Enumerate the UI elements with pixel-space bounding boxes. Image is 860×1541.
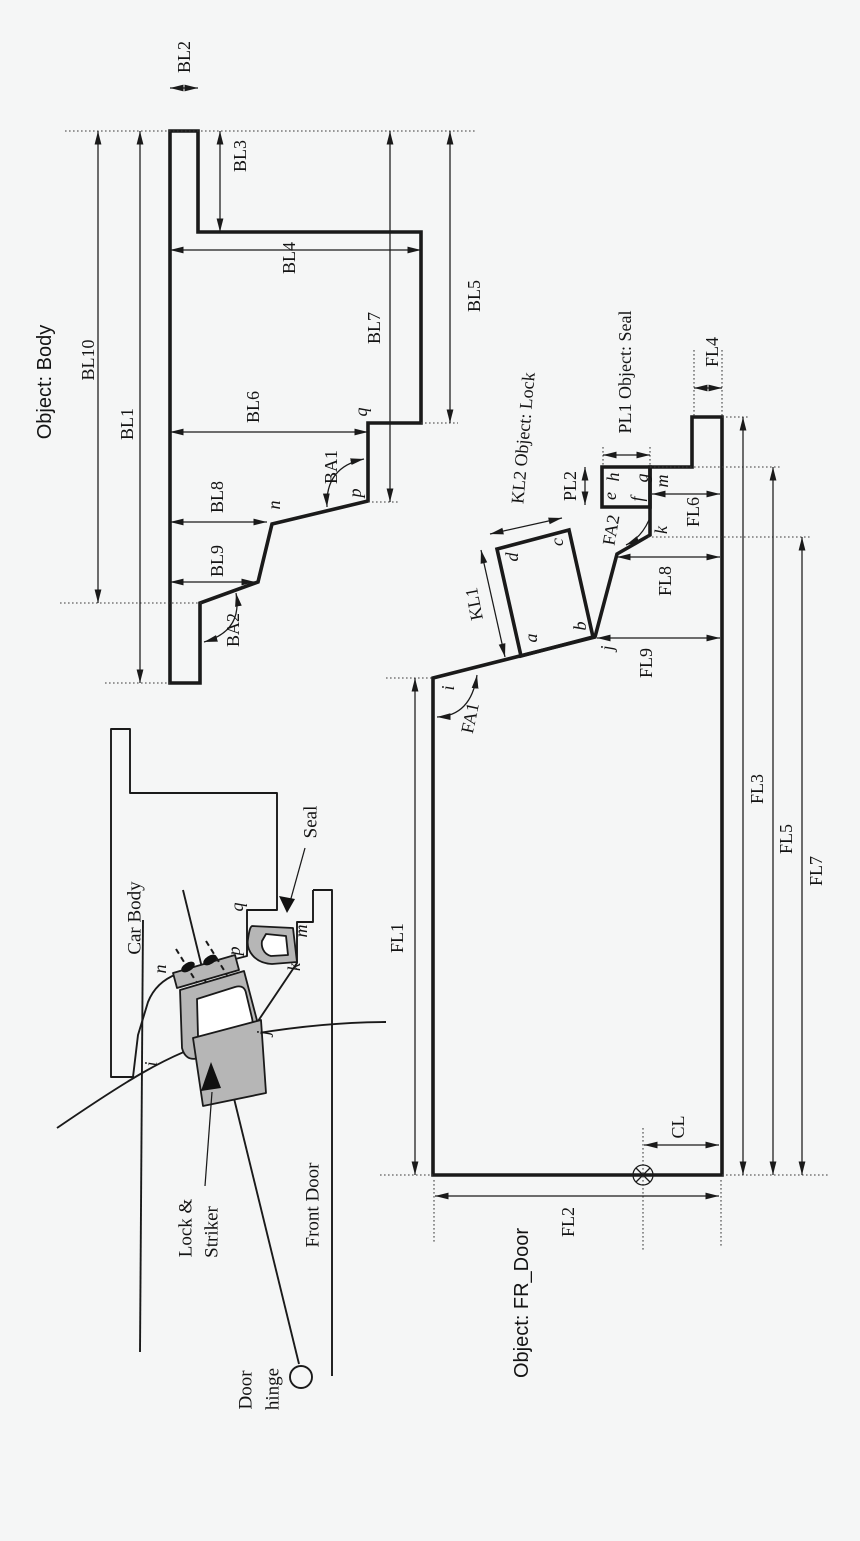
label-BL5: BL5 (464, 280, 484, 312)
label-pt-b: b (570, 622, 590, 631)
label-pt-e: e (600, 492, 620, 500)
car-body-panel-line (139, 919, 144, 1353)
lock-pointer-arrowhead (201, 1062, 221, 1091)
lock-outline (494, 527, 596, 659)
bolt-marker-2 (203, 954, 217, 966)
label-FL5: FL5 (776, 824, 796, 854)
label-pt-m: m (652, 475, 672, 488)
label-pt-h: h (603, 473, 623, 482)
angle-arc-BA1 (322, 458, 365, 508)
label-pt-f: f (627, 494, 647, 502)
label-s-q: q (227, 903, 247, 912)
label-door: Door (236, 1370, 257, 1410)
label-seal: Seal (301, 806, 322, 839)
label-pt-p: p (345, 489, 365, 500)
label-pt-j: j (597, 645, 617, 652)
label-BL1: BL1 (117, 408, 137, 440)
seal-schematic (246, 847, 306, 965)
label-lock-amp: Lock & (176, 1199, 197, 1258)
body-profile-outline (168, 129, 423, 685)
lock-striker-schematic (172, 940, 267, 1187)
label-FL3: FL3 (747, 774, 767, 804)
label-pt-k: k (651, 525, 671, 534)
angle-arc-BA2 (203, 592, 242, 643)
hinge-axis-marker (632, 1164, 654, 1186)
dim-KL2 (489, 517, 563, 535)
label-s-n: n (150, 965, 170, 974)
label-title-lock: KL2 Object: Lock (507, 371, 538, 504)
door-profile-outline (431, 415, 724, 1177)
label-pt-q: q (351, 408, 371, 417)
label-BL9: BL9 (207, 545, 227, 577)
label-s-m: m (291, 925, 311, 938)
label-pt-d: d (502, 552, 522, 562)
label-s-k: k (284, 962, 304, 971)
label-pt-n: n (264, 501, 284, 510)
label-FA1: FA1 (457, 701, 483, 735)
seal-pointer-arrowhead (279, 896, 295, 913)
lock-pointer-line (204, 1091, 213, 1187)
label-BL6: BL6 (243, 391, 263, 423)
label-KL1: KL1 (461, 586, 487, 622)
angle-arc-FA2 (625, 519, 650, 546)
label-striker: Striker (202, 1205, 223, 1257)
label-FA2: FA2 (598, 513, 623, 547)
bolt-marker-1 (181, 961, 195, 973)
label-FL2: FL2 (558, 1207, 578, 1237)
label-FL1: FL1 (387, 923, 407, 953)
label-s-j: j (253, 1030, 273, 1037)
label-BL7: BL7 (364, 312, 384, 344)
label-pt-i: i (438, 685, 458, 690)
label-BL4: BL4 (279, 242, 299, 274)
label-BL3: BL3 (230, 140, 250, 172)
dim-KL1 (480, 549, 506, 658)
label-hinge: hinge (263, 1368, 284, 1410)
label-title-body: Object: Body (34, 325, 56, 440)
label-BL10: BL10 (78, 339, 98, 380)
seal-outline (600, 465, 652, 509)
label-pt-a: a (521, 634, 541, 643)
front-door-outline (251, 889, 333, 1376)
label-title-door: Object: FR_Door (511, 1228, 533, 1378)
label-title-seal: PL1 Object: Seal (615, 311, 635, 434)
label-front-door: Front Door (303, 1162, 324, 1248)
label-FL6: FL6 (683, 497, 703, 527)
label-FL8: FL8 (655, 566, 675, 596)
label-FL7: FL7 (806, 856, 826, 886)
hinge-axis-circle (632, 1164, 654, 1186)
label-BL2: BL2 (174, 41, 194, 73)
label-s-p: p (224, 947, 244, 958)
hinge-axis-cross (635, 1167, 651, 1183)
label-pt-c: c (547, 538, 567, 546)
label-FL4: FL4 (702, 337, 722, 367)
label-BA2: BA2 (223, 613, 243, 647)
label-s-i: i (141, 1061, 161, 1066)
door-hinge-circle (289, 1365, 313, 1389)
label-BA1: BA1 (321, 450, 341, 484)
label-car-body: Car Body (125, 881, 146, 955)
seal-pointer-line (289, 847, 306, 903)
angle-arc-FA1 (436, 674, 479, 720)
label-pt-g: g (632, 474, 652, 483)
seal-hollow (260, 933, 289, 957)
label-FL9: FL9 (636, 648, 656, 678)
label-CL: CL (668, 1115, 688, 1138)
label-PL2: PL2 (560, 471, 580, 501)
label-BL8: BL8 (207, 481, 227, 513)
